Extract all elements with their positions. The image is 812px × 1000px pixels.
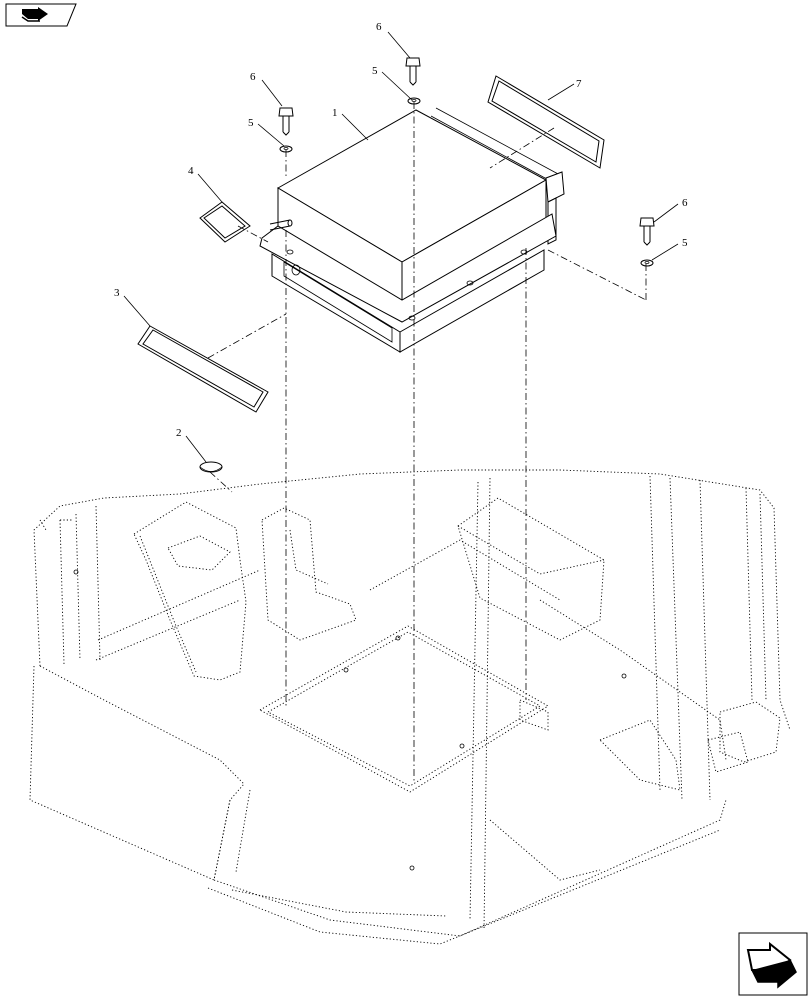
cab-frame-phantom: [29, 469, 791, 945]
callout-labels: 6 5 7 6 5 1 4 6 5 3 2: [114, 21, 688, 439]
back-arrow-icon[interactable]: [5, 3, 77, 27]
callout-6-center: 6: [376, 21, 382, 33]
bolt-part-6-center: [405, 57, 421, 86]
washer-part-5-right: [640, 259, 654, 267]
bolt-part-6-left: [278, 107, 294, 136]
callout-2: 2: [176, 427, 182, 439]
callout-1: 1: [332, 107, 338, 119]
callout-5-left: 5: [248, 117, 254, 129]
callout-3: 3: [114, 287, 120, 299]
gasket-part-7: [487, 75, 605, 169]
plug-part-2: [199, 461, 223, 473]
callout-7: 7: [576, 78, 582, 90]
gasket-part-3: [137, 325, 269, 413]
assembly-center-lines: [207, 102, 647, 782]
bolt-part-6-right: [639, 217, 655, 246]
callout-4: 4: [188, 165, 194, 177]
gasket-part-4: [199, 201, 251, 243]
callout-6-left: 6: [250, 71, 256, 83]
callout-5-center: 5: [372, 65, 378, 77]
housing-part-1: [259, 107, 565, 353]
next-arrow-icon[interactable]: [738, 932, 808, 996]
callout-6-right: 6: [682, 197, 688, 209]
callout-leaders: [123, 31, 679, 463]
callout-5-right: 5: [682, 237, 688, 249]
